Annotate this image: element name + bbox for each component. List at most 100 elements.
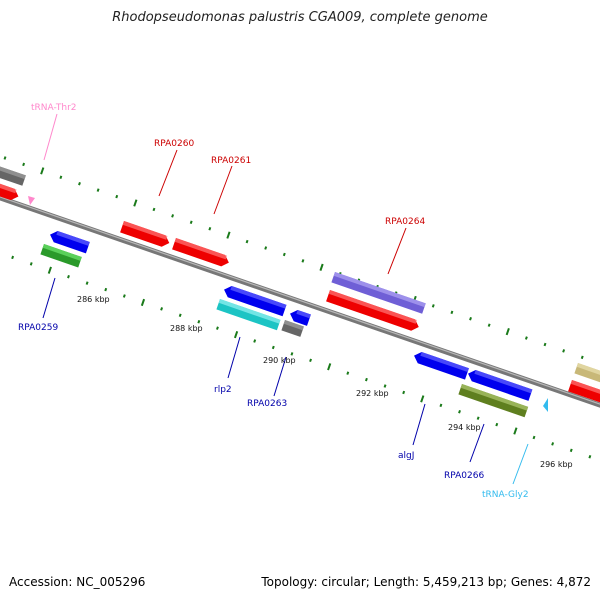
- minor-tick: [253, 339, 257, 343]
- scale-label-290: 290 kbp: [263, 356, 296, 365]
- feature-rpa0266[interactable]: [466, 368, 533, 401]
- tick-row-reverse: [11, 255, 592, 459]
- minor-tick: [122, 294, 126, 298]
- minor-tick: [431, 304, 435, 308]
- minor-tick: [152, 207, 156, 212]
- minor-tick: [22, 162, 26, 167]
- feature-rpa0266-cog[interactable]: [458, 384, 529, 418]
- scale-label-294: 294 kbp: [448, 423, 481, 432]
- minor-tick: [115, 194, 119, 199]
- label-rpa0263[interactable]: RPA0263: [247, 399, 287, 409]
- minor-tick: [487, 323, 491, 327]
- major-tick: [133, 199, 138, 207]
- minor-tick: [29, 262, 33, 266]
- label-rpa0259[interactable]: RPA0259: [18, 323, 58, 333]
- label-algj[interactable]: algJ: [398, 451, 414, 461]
- minor-tick: [551, 442, 555, 446]
- minor-tick: [569, 448, 573, 453]
- minor-tick: [532, 435, 536, 440]
- feature-rpa0264-cog[interactable]: [331, 272, 426, 314]
- feature-label-group: tRNA-Thr2 RPA0260 RPA0261 RPA0264 RPA025…: [18, 103, 529, 500]
- minor-tick: [301, 259, 305, 263]
- minor-tick: [171, 214, 175, 218]
- feature-trna-gly2[interactable]: [543, 398, 548, 412]
- major-tick: [513, 427, 518, 435]
- feature-tan-fwd-right[interactable]: [574, 363, 600, 387]
- minor-tick: [524, 336, 528, 340]
- minor-tick: [216, 326, 219, 330]
- minor-tick: [78, 181, 81, 186]
- major-tick: [505, 327, 510, 336]
- major-tick: [47, 266, 52, 274]
- label-rlp2[interactable]: rlp2: [214, 385, 232, 395]
- label-rpa0260[interactable]: RPA0260: [154, 139, 194, 149]
- minor-tick: [309, 358, 312, 363]
- minor-tick: [346, 371, 350, 375]
- major-tick: [226, 231, 231, 239]
- minor-tick: [85, 281, 89, 285]
- feature-rlp2-cog[interactable]: [216, 299, 281, 331]
- minor-tick: [282, 252, 286, 257]
- major-tick: [319, 263, 324, 271]
- minor-tick: [271, 345, 275, 350]
- minor-tick: [189, 220, 193, 225]
- minor-tick: [96, 188, 100, 192]
- minor-tick: [383, 384, 387, 388]
- minor-tick: [67, 274, 70, 279]
- minor-tick: [264, 246, 268, 250]
- label-rpa0261[interactable]: RPA0261: [211, 156, 251, 166]
- minor-tick: [580, 355, 584, 360]
- feature-rpa0259[interactable]: [48, 229, 90, 254]
- label-rpa0266[interactable]: RPA0266: [444, 471, 484, 481]
- feature-unannotated-fwd-left[interactable]: [0, 163, 26, 186]
- label-rpa0264[interactable]: RPA0264: [385, 217, 425, 227]
- minor-tick: [364, 377, 368, 382]
- feature-rpa0263-cog[interactable]: [281, 320, 304, 337]
- major-tick: [233, 330, 239, 339]
- footer-accession: Accession: NC_005296: [9, 575, 146, 589]
- scale-label-286: 286 kbp: [77, 295, 110, 304]
- minor-tick: [59, 175, 63, 180]
- minor-tick: [160, 307, 164, 311]
- minor-tick: [3, 156, 7, 160]
- scale-label-296: 296 kbp: [540, 460, 573, 469]
- feature-rpa0260[interactable]: [120, 221, 171, 249]
- feature-rpa0263[interactable]: [288, 308, 311, 326]
- feature-red-fwd-right[interactable]: [568, 380, 600, 405]
- minor-tick: [495, 422, 499, 427]
- minor-tick: [562, 349, 566, 353]
- minor-tick: [439, 403, 443, 408]
- minor-tick: [245, 239, 249, 244]
- minor-tick: [543, 342, 547, 347]
- minor-tick: [469, 317, 472, 321]
- major-tick: [420, 395, 425, 403]
- major-tick: [40, 167, 45, 175]
- minor-tick: [104, 287, 108, 292]
- major-tick: [140, 298, 146, 307]
- feature-rpa0261[interactable]: [172, 238, 231, 268]
- feature-red-fwd-left[interactable]: [0, 181, 20, 202]
- genome-backbone: [0, 195, 600, 408]
- feature-rpa0264[interactable]: [326, 290, 421, 333]
- page-title: Rhodopseudomonas palustris CGA009, compl…: [112, 10, 488, 25]
- minor-tick: [178, 313, 182, 318]
- minor-tick: [11, 255, 15, 260]
- minor-tick: [458, 410, 461, 414]
- label-trna-thr2[interactable]: tRNA-Thr2: [31, 103, 77, 113]
- minor-tick: [290, 352, 294, 356]
- label-trna-gly2[interactable]: tRNA-Gly2: [482, 490, 529, 500]
- scale-label-288: 288 kbp: [170, 324, 203, 333]
- scale-labels: 286 kbp 288 kbp 290 kbp 292 kbp 294 kbp …: [77, 295, 573, 469]
- footer-stats: Topology: circular; Length: 5,459,213 bp…: [261, 575, 591, 589]
- minor-tick: [476, 416, 480, 420]
- minor-tick: [588, 455, 592, 459]
- feature-rpa0259-cog[interactable]: [40, 244, 82, 268]
- scale-label-292: 292 kbp: [356, 389, 389, 398]
- minor-tick: [208, 226, 212, 231]
- major-tick: [327, 363, 332, 371]
- feature-trna-thr2[interactable]: [28, 196, 35, 205]
- feature-rlp2[interactable]: [222, 284, 287, 317]
- minor-tick: [197, 319, 201, 324]
- feature-algj[interactable]: [412, 350, 469, 380]
